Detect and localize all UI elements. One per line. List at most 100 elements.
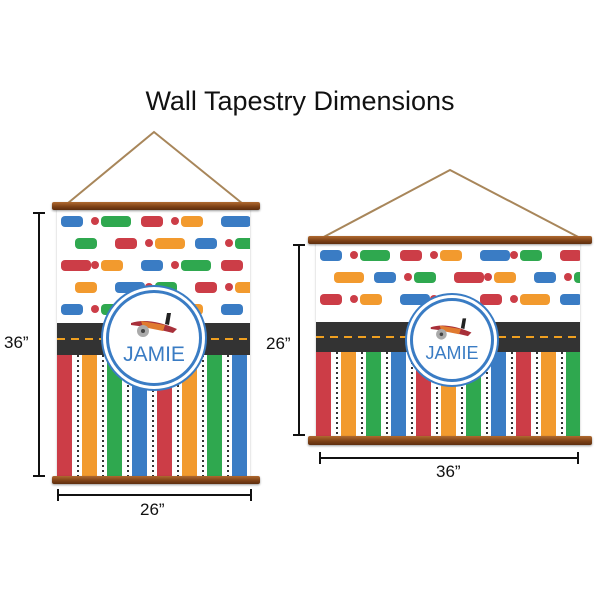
car-icon xyxy=(533,272,556,283)
taxi-icon xyxy=(519,294,550,305)
helicopter-icon xyxy=(453,272,484,283)
car-icon xyxy=(140,260,163,271)
name-badge: JAMIE xyxy=(410,298,494,382)
car-icon xyxy=(373,272,396,283)
helicopter-icon xyxy=(399,250,422,261)
taxi-icon xyxy=(100,260,123,271)
helicopter-icon xyxy=(479,294,502,305)
stripe-pattern xyxy=(316,352,580,436)
bus-icon xyxy=(100,304,123,315)
stop-sign-icon xyxy=(349,295,358,303)
vehicle-pattern xyxy=(57,210,250,323)
helicopter-icon xyxy=(114,238,137,249)
stop-sign-icon xyxy=(224,283,233,291)
stop-sign-icon xyxy=(509,295,518,303)
name-badge: JAMIE xyxy=(106,290,202,386)
stripe xyxy=(366,352,381,436)
dotted-line xyxy=(127,355,129,476)
helicopter-icon xyxy=(220,260,243,271)
stop-sign-icon xyxy=(90,217,99,225)
stripe xyxy=(391,352,406,436)
dotted-line xyxy=(461,352,463,436)
stripe xyxy=(207,355,222,476)
car-icon xyxy=(60,216,83,227)
stripe xyxy=(57,355,72,476)
dotted-line xyxy=(361,352,363,436)
dotted-line xyxy=(77,355,79,476)
car-icon xyxy=(399,294,430,305)
stop-sign-icon xyxy=(144,239,153,247)
taxi-icon xyxy=(180,216,203,227)
page-title: Wall Tapestry Dimensions xyxy=(145,86,455,116)
car-icon xyxy=(220,304,243,315)
car-icon xyxy=(220,216,250,227)
bus-icon xyxy=(74,238,97,249)
bus-icon xyxy=(519,250,542,261)
stripe xyxy=(516,352,531,436)
bus-icon xyxy=(180,260,211,271)
dotted-line xyxy=(227,355,229,476)
taxi-icon xyxy=(154,238,185,249)
stop-sign-icon xyxy=(144,283,153,291)
stripe xyxy=(132,355,147,476)
stop-sign-icon xyxy=(90,261,99,269)
bus-icon xyxy=(573,272,580,283)
airplane-icon xyxy=(131,313,177,337)
stripe xyxy=(541,352,556,436)
height-label: 26” xyxy=(266,334,291,353)
bus-icon xyxy=(359,250,390,261)
dotted-line xyxy=(411,352,413,436)
stop-sign-icon xyxy=(509,251,518,259)
bottom-dowel xyxy=(52,476,260,484)
helicopter-icon xyxy=(60,260,91,271)
stripe xyxy=(316,352,331,436)
stop-sign-icon xyxy=(483,273,492,281)
dotted-line xyxy=(561,352,563,436)
stop-sign-icon xyxy=(90,305,99,313)
bottom-dowel xyxy=(308,436,592,445)
top-dowel xyxy=(52,202,260,210)
dotted-line xyxy=(102,355,104,476)
dotted-line xyxy=(486,352,488,436)
dotted-line xyxy=(152,355,154,476)
car-icon xyxy=(319,250,342,261)
stripe xyxy=(182,355,197,476)
stripe-pattern xyxy=(57,355,250,476)
dotted-line xyxy=(386,352,388,436)
helicopter-icon xyxy=(140,216,163,227)
taxi-icon xyxy=(439,250,462,261)
dotted-line xyxy=(177,355,179,476)
car-icon xyxy=(559,294,580,305)
taxi-icon xyxy=(333,272,364,283)
helicopter-icon xyxy=(319,294,342,305)
stop-sign-icon xyxy=(349,251,358,259)
width-label: 26” xyxy=(140,500,165,519)
dotted-line xyxy=(536,352,538,436)
stripe xyxy=(491,352,506,436)
vehicle-pattern xyxy=(316,244,580,322)
taxi-icon xyxy=(74,282,97,293)
stop-sign-icon xyxy=(429,251,438,259)
taxi-icon xyxy=(359,294,382,305)
stripe xyxy=(341,352,356,436)
car-icon xyxy=(479,250,510,261)
helicopter-icon xyxy=(559,250,580,261)
bus-icon xyxy=(100,216,131,227)
stripe xyxy=(82,355,97,476)
stop-sign-icon xyxy=(170,217,179,225)
airplane-icon xyxy=(430,318,472,340)
height-label: 36” xyxy=(4,333,29,352)
car-icon xyxy=(114,282,145,293)
bus-icon xyxy=(413,272,436,283)
personalized-name: JAMIE xyxy=(123,343,185,366)
taxi-icon xyxy=(493,272,516,283)
dotted-line xyxy=(511,352,513,436)
stripe xyxy=(107,355,122,476)
stripe xyxy=(232,355,247,476)
dotted-line xyxy=(336,352,338,436)
stop-sign-icon xyxy=(563,273,572,281)
width-label: 36” xyxy=(436,462,461,481)
stripe xyxy=(566,352,580,436)
stop-sign-icon xyxy=(224,239,233,247)
